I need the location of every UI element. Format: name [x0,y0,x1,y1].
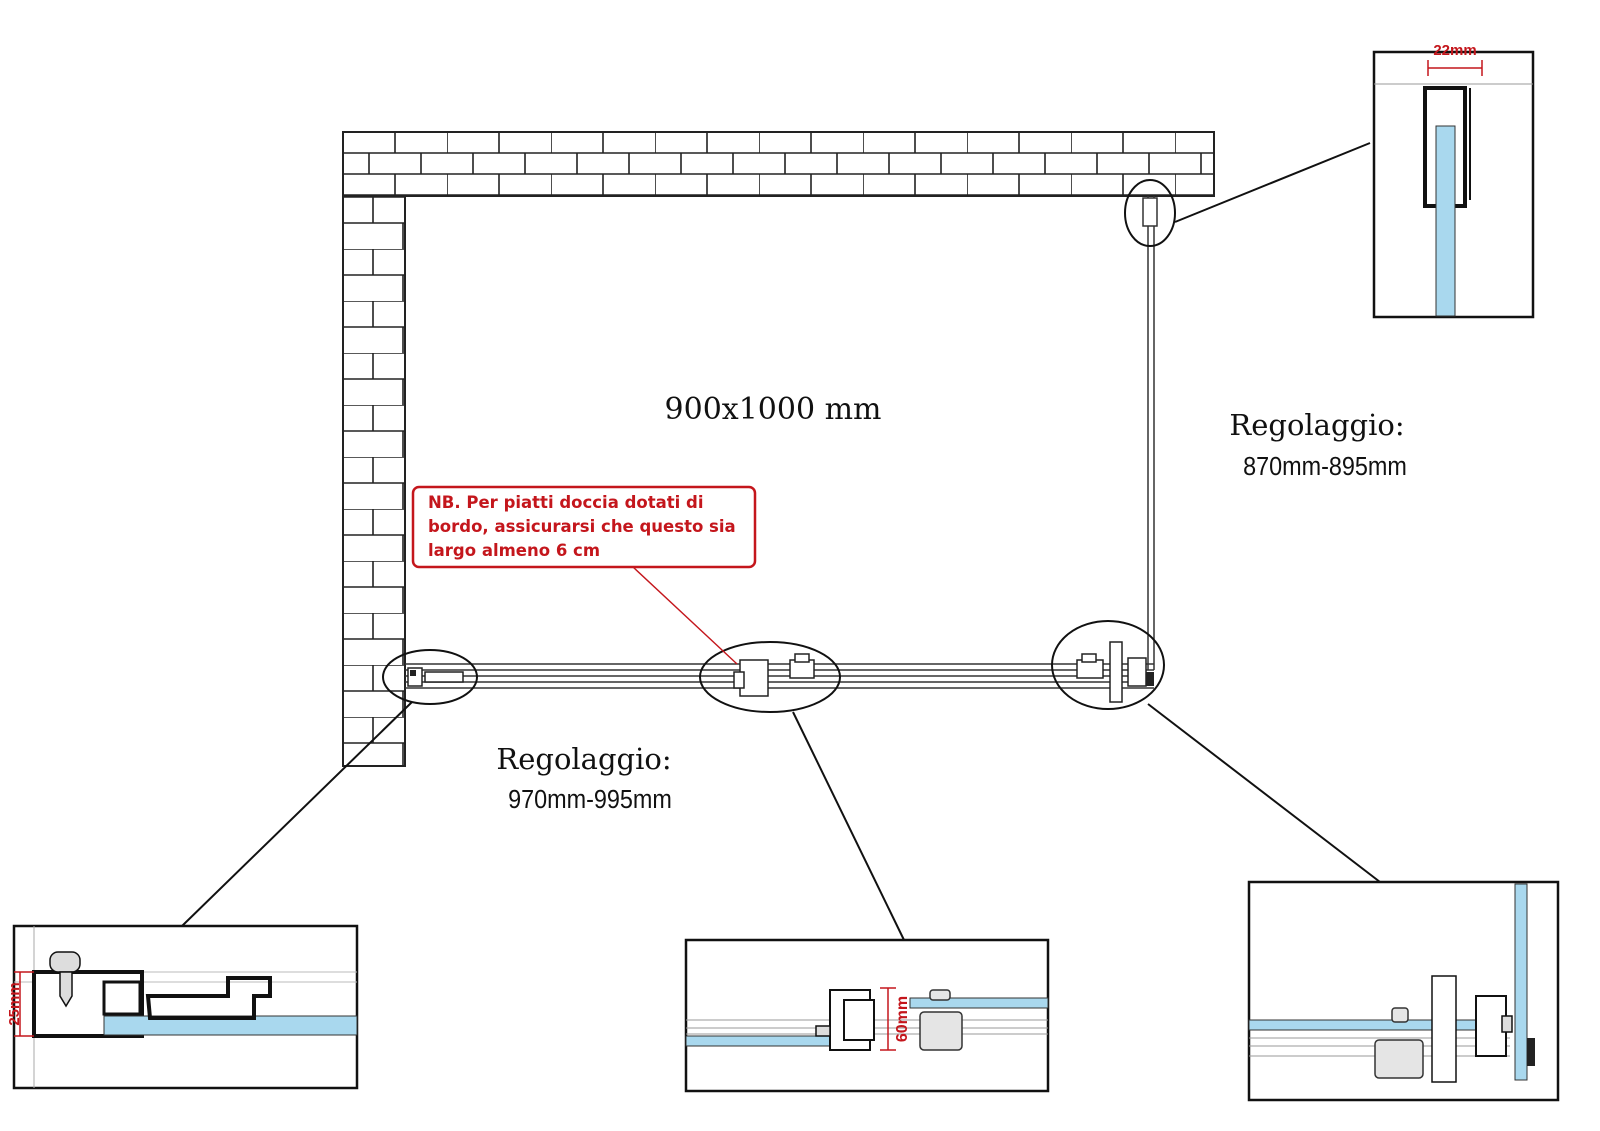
side-adjustment-title: Regolaggio: [1229,408,1404,442]
leader-top-right [1174,142,1371,223]
wall-top [342,131,1215,197]
size-label: 900x1000 mm [665,392,882,427]
bracket-plan-center [733,653,815,697]
detail-box-bottom-left: 25mm [6,924,359,1090]
note-leader [632,566,738,665]
detail-circle-center [699,641,841,713]
side-panel [1142,196,1158,670]
note-line-3: largo almeno 6 cm [428,541,600,560]
dimension-bottom-center: 60mm [894,996,911,1042]
leader-bottom-left [181,701,413,927]
wall-left [342,195,406,767]
front-panel-rails [405,663,1154,689]
detail-box-bottom-right [1247,880,1560,1102]
wall-profile-plan [407,667,464,687]
detail-box-top-right: 22mm [1372,42,1535,319]
dimension-bottom-left: 25mm [6,982,23,1025]
note-line-1: NB. Per piatti doccia dotati di [428,493,704,512]
leader-bottom-right [1147,703,1381,883]
roller-plan-right [1076,641,1154,703]
leader-bottom-center [792,711,905,941]
detail-circle-top-right [1124,179,1176,247]
note-callout: NB. Per piatti doccia dotati di bordo, a… [411,485,757,665]
front-adjustment-title: Regolaggio: [496,742,671,776]
dimension-top-right: 22mm [1433,42,1476,59]
side-adjustment-range: 870mm-895mm [1243,453,1407,481]
detail-circle-wall-profile [382,649,478,705]
note-line-2: bordo, assicurarsi che questo sia [428,517,736,536]
detail-circle-right [1051,620,1165,710]
detail-box-bottom-center: 60mm [684,938,1050,1093]
front-adjustment-range: 970mm-995mm [508,786,672,814]
